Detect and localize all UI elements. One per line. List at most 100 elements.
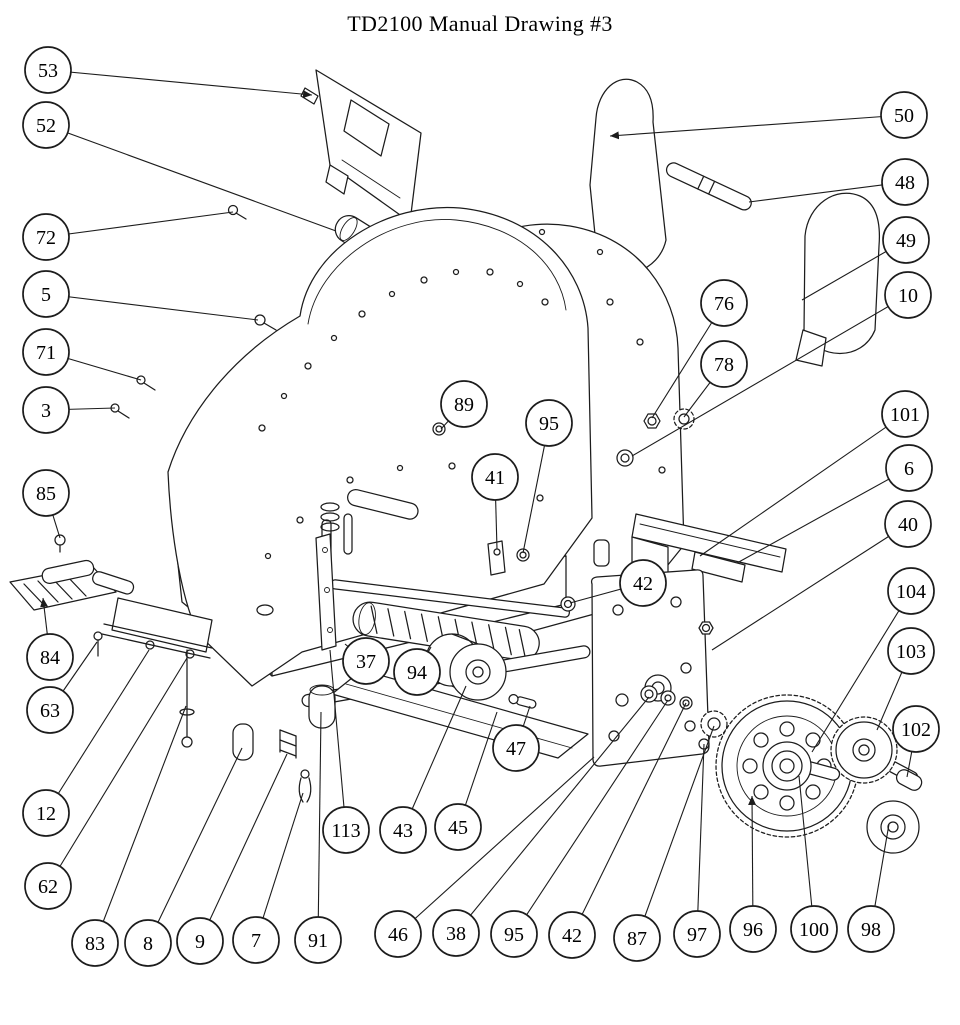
callout-102: 102 [892, 705, 940, 778]
balloon-number: 113 [331, 820, 360, 842]
leader-line [329, 649, 347, 831]
balloon-circle [393, 648, 441, 696]
pivot-boss [616, 449, 634, 467]
balloon-number: 9 [195, 931, 205, 953]
hex-nut [698, 621, 714, 635]
callout-87: 87 [613, 725, 715, 962]
leader-line [513, 699, 669, 935]
balloon-number: 84 [40, 647, 60, 669]
hex-nut [643, 413, 661, 429]
balloon-circle [887, 627, 935, 675]
balloon-circle [22, 328, 70, 376]
callout-101: 101 [699, 390, 929, 557]
balloon-circle [492, 724, 540, 772]
callout-94: 94 [393, 646, 441, 696]
balloon-number: 42 [633, 573, 653, 595]
callout-5: 5 [22, 270, 259, 321]
balloon-circle [434, 803, 482, 851]
balloon-circle [619, 559, 667, 607]
screw [227, 204, 239, 216]
leader-line [711, 523, 909, 651]
balloon-number: 78 [714, 354, 734, 376]
leader-line [47, 69, 313, 99]
balloon-number: 49 [896, 230, 916, 252]
spacer-roller [308, 684, 336, 729]
leader-line [317, 711, 322, 941]
balloon-number: 37 [356, 651, 376, 673]
leader-line [45, 124, 337, 232]
knurled-knob [673, 408, 695, 430]
leader-line [47, 657, 188, 887]
leader-line [798, 775, 815, 930]
machine-line-art [9, 69, 923, 854]
balloon-number: 12 [36, 803, 56, 825]
slot [343, 513, 353, 555]
callout-71: 71 [22, 328, 142, 381]
callout-83: 83 [71, 705, 187, 967]
balloon-circle [673, 910, 721, 958]
balloon-number: 38 [446, 923, 466, 945]
pivot-bracket [111, 597, 213, 653]
balloon-number: 76 [714, 293, 734, 315]
callout-63: 63 [26, 641, 98, 734]
leader-line [699, 413, 906, 557]
callout-103: 103 [876, 627, 935, 731]
balloon-circle [440, 380, 488, 428]
balloon-number: 3 [41, 400, 51, 422]
callout-95: 95 [522, 399, 573, 554]
plate-holes [608, 596, 696, 742]
drive-pulley [866, 800, 920, 854]
balloon-number: 52 [36, 115, 56, 137]
callout-95: 95 [490, 699, 669, 958]
spring [279, 729, 297, 759]
balloon-number: 46 [388, 924, 408, 946]
balloon-circle [22, 469, 70, 517]
balloon-circle [881, 390, 929, 438]
callout-49: 49 [801, 216, 930, 301]
balloon-circle [432, 909, 480, 957]
callout-78: 78 [683, 340, 748, 418]
leader-line [636, 725, 715, 939]
balloon-number: 101 [890, 404, 920, 426]
callout-38: 38 [432, 696, 650, 957]
balloon-number: 53 [38, 60, 58, 82]
balloon-number: 48 [895, 172, 915, 194]
balloon-circle [700, 340, 748, 388]
balloon-number: 91 [308, 930, 328, 952]
cotter-pin [298, 769, 312, 803]
leader-line [255, 792, 304, 941]
balloon-number: 63 [40, 700, 60, 722]
guard-plate-right [795, 192, 881, 367]
balloon-circle [887, 567, 935, 615]
leader-line [571, 702, 687, 936]
callout-53: 53 [24, 46, 313, 99]
balloon-number: 96 [743, 919, 763, 941]
callout-10: 10 [631, 271, 932, 457]
balloon-number: 95 [504, 924, 524, 946]
balloon-circle [322, 806, 370, 854]
balloon-number: 40 [898, 514, 918, 536]
washer [560, 596, 576, 612]
link-bolt [93, 631, 103, 641]
leader-line [45, 293, 259, 321]
balloon-number: 10 [898, 285, 918, 307]
balloon-circle [790, 905, 838, 953]
callout-40: 40 [711, 500, 932, 651]
balloon-circle [26, 686, 74, 734]
balloon-number: 87 [627, 928, 647, 950]
balloon-circle [22, 101, 70, 149]
balloon-number: 72 [36, 227, 56, 249]
balloon-circle [880, 91, 928, 139]
callout-45: 45 [434, 711, 498, 851]
callout-98: 98 [847, 823, 895, 953]
callout-42: 42 [569, 559, 667, 607]
balloon-circle [884, 271, 932, 319]
balloon-number: 83 [85, 933, 105, 955]
leader-line [45, 211, 234, 238]
balloon-circle [24, 46, 72, 94]
rubber-foot [232, 723, 254, 761]
balloon-number: 45 [448, 817, 468, 839]
balloon-circle [548, 911, 596, 959]
